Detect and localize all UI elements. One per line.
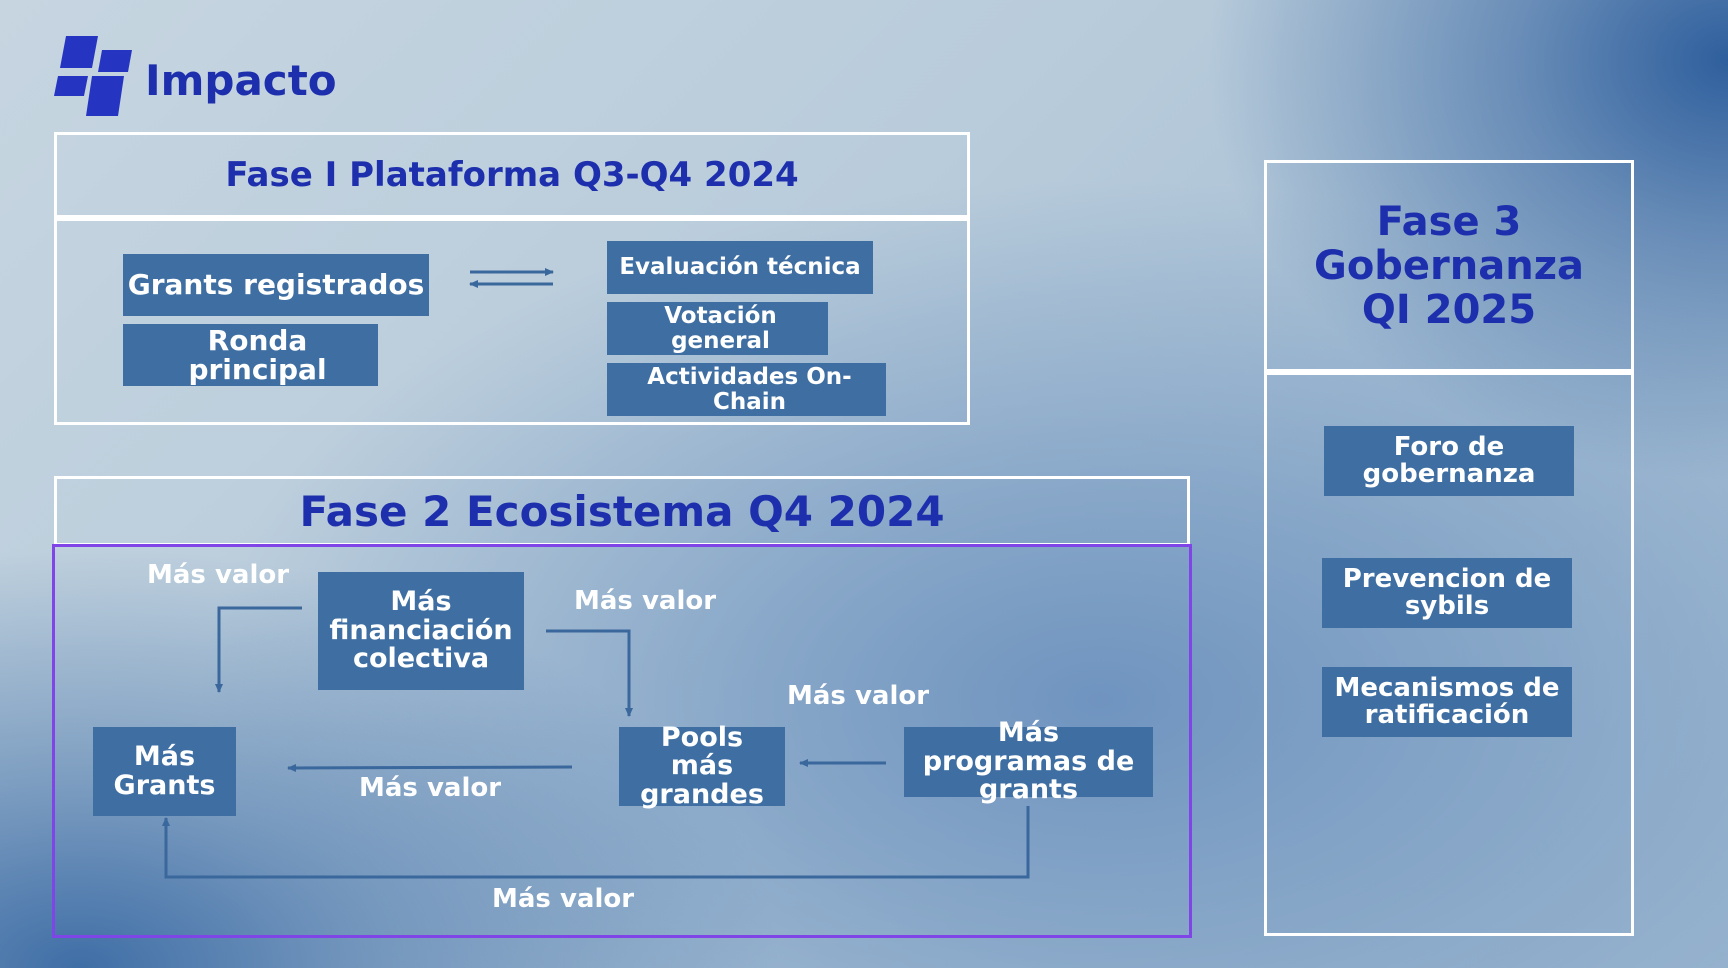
phase3-title: Fase 3 Gobernanza QI 2025: [1267, 163, 1631, 369]
phase3-body-panel: [1264, 372, 1634, 936]
mas-programas-box: Más programas de grants: [904, 719, 1153, 804]
mecanismos-ratificacion-box: Mecanismos de ratificación: [1322, 667, 1572, 737]
impacto-logo-icon: [52, 34, 136, 118]
phase2-header-panel: Fase 2 Ecosistema Q4 2024: [54, 476, 1190, 546]
phase2-title: Fase 2 Ecosistema Q4 2024: [299, 486, 945, 536]
grants-registrados-box: Grants registrados: [123, 254, 429, 316]
phase3-title-line-1: Fase 3: [1376, 199, 1522, 245]
edge-pools-to-grants: [287, 763, 573, 772]
edge-label-programs-to-pools: Más valor: [787, 681, 930, 711]
edge-label-pools-to-grants: Más valor: [359, 773, 502, 803]
mas-grants-box: Más Grants: [93, 727, 236, 816]
edge-crowdfunding-to-grants: [215, 606, 302, 693]
phase3-title-line-3: QI 2025: [1361, 287, 1537, 333]
edge-label-programs-to-grants: Más valor: [492, 884, 635, 914]
edge-label-crowdfunding-to-pools: Más valor: [574, 586, 717, 616]
votacion-general-box: Votación general: [607, 302, 828, 355]
foro-gobernanza-box: Foro de gobernanza: [1324, 426, 1574, 496]
pools-mas-grandes-box: Pools más grandes: [619, 723, 785, 808]
ronda-principal-box: Ronda principal: [123, 324, 378, 386]
phase3-title-line-2: Gobernanza: [1313, 243, 1585, 289]
prevencion-sybils-box: Prevencion de sybils: [1322, 558, 1572, 628]
edge-label-crowdfunding-to-grants: Más valor: [147, 560, 290, 590]
evaluacion-tecnica-box: Evaluación técnica: [607, 241, 873, 294]
actividades-onchain-box: Actividades On-Chain: [607, 363, 886, 416]
edge-programs-to-grants: [162, 806, 1030, 879]
phase1-title: Fase I Plataforma Q3-Q4 2024: [225, 155, 799, 195]
phase3-header-panel: Fase 3 Gobernanza QI 2025: [1264, 160, 1634, 372]
phase2-body-panel: [52, 544, 1192, 938]
phase1-header-panel: Fase I Plataforma Q3-Q4 2024: [54, 132, 970, 218]
mas-financiacion-box: Más financiación colectiva: [318, 572, 524, 690]
edge-crowdfunding-to-pools: [546, 629, 633, 717]
phase1-exchange-arrows-icon: [469, 268, 554, 288]
brand-title: Impacto: [145, 55, 337, 105]
phase1-body-panel: [54, 218, 970, 425]
